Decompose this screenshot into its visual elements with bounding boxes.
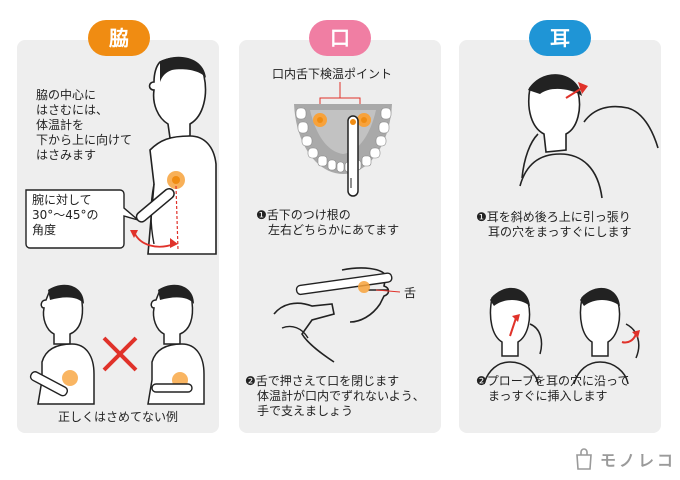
armpit-person-illustration (147, 56, 217, 255)
oral-thermometer-icon (347, 115, 359, 197)
angle-arrow-icon (130, 230, 178, 248)
ear-badge: 耳 (529, 20, 591, 56)
brand-logo: モノレコ (574, 446, 676, 472)
brand-name: モノレコ (600, 451, 677, 470)
angle-speech-bubble (25, 189, 139, 249)
bag-icon (576, 448, 592, 470)
teeth-illustration (294, 104, 392, 174)
armpit-badge: 脇 (88, 20, 150, 56)
mouth-step1-text: ❶舌下のつけ根の 左右どちらかにあてます (256, 208, 400, 237)
wrong-cross-icon (102, 336, 138, 372)
ear-insert-right-illustration (573, 287, 640, 385)
mouth-face-illustration (273, 267, 401, 363)
mouth-step2-text: ❷舌で押さえて口を閉じます 体温計が口内でずれないよう、 手で支えましょう (245, 374, 425, 418)
ear-step1-text: ❶耳を斜め後ろ上に引っ張り 耳の穴をまっすぐにします (476, 210, 632, 239)
ear-pull-illustration (519, 74, 659, 199)
ear-insert-left-illustration (483, 287, 543, 385)
ear-step2-text: ❷プローブを耳の穴に沿って まっすぐに挿入します (476, 374, 630, 403)
tongue-label: 舌 (404, 286, 417, 300)
wrong-example-caption: 正しくはさめてない例 (58, 410, 179, 424)
sublingual-point-label: 口内舌下検温ポイント (272, 67, 393, 81)
angle-bubble-text: 腕に対して 30°〜45°の 角度 (32, 193, 99, 237)
armpit-instruction: 脇の中心に はさむには、 体温計を 下から上に向けて はさみます (36, 88, 133, 162)
mouth-badge: 口 (309, 20, 371, 56)
wrong-person-left (29, 284, 95, 405)
wrong-person-right (147, 284, 205, 405)
